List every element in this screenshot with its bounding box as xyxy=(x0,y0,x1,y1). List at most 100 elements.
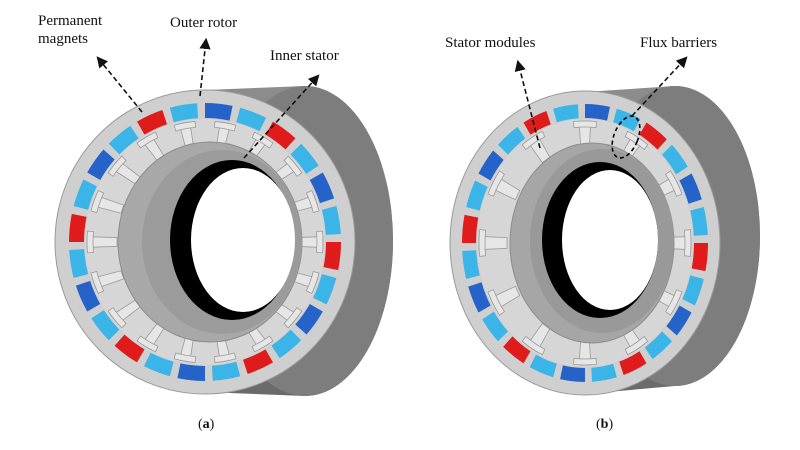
tooth-shoe xyxy=(251,335,274,353)
magnet-segment xyxy=(644,331,672,360)
tooth-shoe xyxy=(136,335,159,353)
tooth-shoe xyxy=(283,155,303,177)
tooth-shoe xyxy=(173,120,196,132)
magnet-segment xyxy=(114,334,145,363)
arrow-stator-modules xyxy=(514,59,541,149)
magnet-segment xyxy=(242,349,273,374)
magnet-segment xyxy=(309,172,335,204)
magnet-segment xyxy=(523,111,551,135)
arrow-inner-stator xyxy=(243,74,320,159)
magnet-segment xyxy=(265,121,296,150)
magnet-segment xyxy=(553,104,579,123)
stator-modules xyxy=(478,120,692,366)
tooth-shoe xyxy=(283,307,303,329)
magnet-segment xyxy=(169,103,199,123)
tooth-shoe xyxy=(478,229,487,257)
magnet-segment xyxy=(323,242,341,271)
magnet-segment xyxy=(108,125,139,155)
label-stator-modules: Stator modules xyxy=(445,35,536,51)
magnet-segment xyxy=(295,304,323,335)
tooth-shoe xyxy=(624,335,649,356)
caption-b-close: ) xyxy=(608,417,614,432)
magnet-segment xyxy=(73,179,97,210)
tooth-shoe xyxy=(107,307,127,329)
label-permanent-magnets: Permanent magnets xyxy=(38,12,102,48)
magnet-segment xyxy=(271,329,302,359)
tooth-shoe xyxy=(521,335,546,356)
panel-b-motor xyxy=(449,86,760,396)
tooth-shoe xyxy=(90,270,105,294)
flux-barrier-marker xyxy=(611,115,641,159)
tooth-shoe xyxy=(521,130,546,151)
caption-a: (a) xyxy=(198,417,214,433)
caption-b-letter: b xyxy=(600,417,609,432)
tooth-shoe xyxy=(316,230,324,254)
tooth-shoe xyxy=(214,120,237,132)
magnet-segment xyxy=(91,310,120,341)
magnet-segment xyxy=(290,143,319,174)
magnet-segment xyxy=(613,108,641,132)
magnet-segment xyxy=(87,149,115,180)
magnet-segment xyxy=(482,311,508,342)
tooth-shoe xyxy=(683,229,692,257)
magnet-segment xyxy=(143,352,174,377)
tooth-shoe xyxy=(487,170,505,197)
magnet-segment xyxy=(69,213,87,242)
magnet-segment xyxy=(529,354,557,378)
arrow-permanent-magnets xyxy=(96,56,143,113)
magnet-segment xyxy=(619,351,647,375)
tooth-shoe xyxy=(214,352,237,364)
tooth-shoe xyxy=(572,120,598,129)
tooth-shoe xyxy=(624,130,649,151)
magnet-segment xyxy=(591,363,617,382)
magnet-segment xyxy=(691,243,708,272)
label-inner-stator: Inner stator xyxy=(270,48,339,64)
label-permanent-magnets-line1: Permanent xyxy=(38,13,103,29)
panel-a-motor xyxy=(54,86,393,396)
tooth-shoe xyxy=(665,289,683,316)
magnet-segment xyxy=(503,336,531,364)
magnet-segment xyxy=(662,144,688,175)
magnet-segment xyxy=(177,363,205,381)
magnet-segment xyxy=(321,206,341,235)
permanent-magnet-ring-b xyxy=(462,104,708,382)
magnet-segment xyxy=(690,207,708,236)
magnet-segment xyxy=(478,150,504,181)
magnet-segment xyxy=(498,126,526,155)
magnet-segment xyxy=(462,214,479,243)
magnet-segment xyxy=(639,122,667,150)
arrow-outer-rotor xyxy=(199,37,211,97)
permanent-magnet-ring xyxy=(69,103,341,381)
tooth-shoe xyxy=(487,289,505,316)
tooth-shoe xyxy=(90,190,105,214)
magnet-segment xyxy=(585,104,610,121)
magnet-segment xyxy=(205,103,233,121)
magnet-segment xyxy=(313,274,337,305)
tooth-shoe xyxy=(572,357,598,366)
tooth-shoe xyxy=(251,131,274,149)
magnet-segment xyxy=(560,365,585,382)
caption-a-letter: a xyxy=(202,417,210,432)
label-permanent-magnets-line2: magnets xyxy=(38,31,88,47)
magnet-segment xyxy=(75,280,101,312)
magnet-segment xyxy=(682,275,704,306)
label-outer-rotor: Outer rotor xyxy=(170,15,238,31)
annotation-arrows xyxy=(96,37,688,159)
tooth-shoe xyxy=(136,131,159,149)
tooth-shoe xyxy=(305,270,320,294)
tooth-shoe xyxy=(173,352,196,364)
caption-b-open: ( xyxy=(596,417,601,432)
tooth-shoe xyxy=(86,230,94,254)
tooth-shoe xyxy=(107,155,127,177)
magnet-segment xyxy=(666,305,692,336)
magnet-segment xyxy=(679,173,702,204)
magnet-segment xyxy=(211,361,241,381)
caption-a-open: ( xyxy=(198,417,203,432)
magnet-segment xyxy=(462,250,480,279)
tooth-shoe xyxy=(665,170,683,197)
magnet-segment xyxy=(468,282,491,313)
caption-b: (b) xyxy=(596,417,613,433)
magnet-segment xyxy=(236,107,267,132)
caption-a-close: ) xyxy=(209,417,215,432)
magnet-segment xyxy=(137,110,168,135)
